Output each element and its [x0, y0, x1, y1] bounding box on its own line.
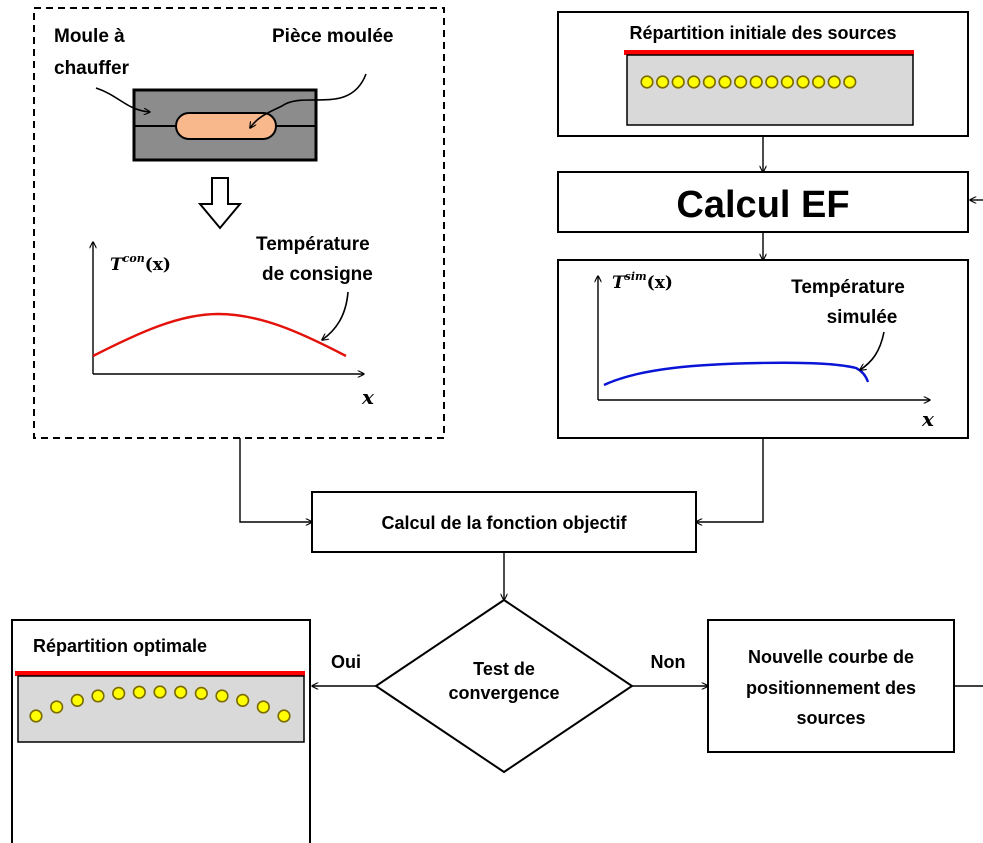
heat-source [843, 75, 857, 89]
heat-source [827, 75, 841, 89]
sim-panel: Tsim(x) x Température simulée [557, 259, 969, 439]
consigne-annotation-pointer [322, 291, 349, 340]
heat-source [702, 75, 717, 89]
new-curve-box [707, 619, 955, 753]
fe-calc-block: Calcul EF [557, 171, 969, 233]
mold-label-line1: Moule à [54, 26, 125, 47]
heat-source [671, 75, 685, 89]
consigne-panel: Moule à chauffer Pièce moulée Tcon(x) x … [33, 7, 445, 439]
consigne-annotation-line1: Température [256, 234, 370, 255]
sim-annotation-line2: simulée [827, 307, 898, 328]
yes-label: Oui [331, 652, 361, 672]
sim-temperature-curve [603, 361, 870, 387]
objective-block: Calcul de la fonction objectif [311, 491, 697, 553]
mold-pointer [95, 87, 150, 112]
heat-source [765, 75, 779, 89]
initial-heater-bar [624, 50, 914, 55]
heat-source [174, 685, 188, 699]
heat-source [91, 689, 105, 703]
initial-plate [626, 54, 914, 126]
optimal-panel: Répartition optimale [11, 619, 311, 843]
heat-source [29, 709, 43, 723]
fe-calc-label: Calcul EF [676, 184, 849, 226]
heat-source [194, 686, 208, 700]
fe-calc-box [557, 171, 969, 233]
heat-source [749, 75, 763, 89]
convergence-test: Test de convergence [374, 598, 634, 774]
heat-source [236, 693, 250, 707]
objective-label: Calcul de la fonction objectif [381, 513, 627, 533]
convergence-line1: Test de [473, 659, 535, 679]
sim-annotation-pointer [860, 331, 885, 370]
heat-source [655, 75, 670, 89]
heat-source [687, 75, 701, 89]
consigne-x-label: x [361, 385, 375, 409]
heat-source [112, 686, 126, 700]
sim-panel-box [557, 259, 969, 439]
consigne-temperature-curve [92, 312, 347, 358]
consigne-y-label: Tcon(x) [110, 252, 171, 275]
new-curve-line3: sources [796, 708, 865, 728]
heat-source [153, 685, 167, 699]
optimal-heater-bar [15, 671, 305, 676]
heat-source [277, 709, 291, 723]
consigne-annotation-line2: de consigne [262, 264, 373, 285]
initial-sources-row [640, 75, 857, 89]
connector-consigne-to-objective [239, 438, 312, 522]
optimal-sources-arc [29, 685, 291, 723]
new-curve-line1: Nouvelle courbe de [748, 647, 914, 667]
heat-source [256, 700, 270, 714]
heat-source [780, 75, 795, 89]
heat-source [70, 693, 84, 707]
sim-annotation-line1: Température [791, 277, 905, 298]
heat-source [132, 685, 146, 699]
molded-part [175, 112, 277, 140]
convergence-diamond [374, 598, 634, 774]
part-label: Pièce moulée [272, 26, 393, 47]
heat-source [811, 75, 826, 89]
heat-source [50, 700, 64, 714]
sim-x-label: x [921, 407, 935, 431]
new-curve-block: Nouvelle courbe de positionnement des so… [707, 619, 955, 753]
heat-source [796, 75, 810, 89]
hollow-down-arrow-icon [197, 177, 243, 230]
convergence-line2: convergence [448, 683, 559, 703]
new-curve-line2: positionnement des [746, 678, 916, 698]
initial-sources-title: Répartition initiale des sources [629, 23, 896, 43]
no-label: Non [651, 652, 686, 672]
sim-y-label: Tsim(x) [612, 270, 673, 293]
mold-label-line2: chauffer [54, 58, 130, 79]
part-pointer [250, 73, 367, 128]
heat-source [733, 75, 748, 89]
heat-source [718, 75, 732, 89]
connector-sim-to-objective [696, 438, 764, 522]
consigne-panel-border [33, 7, 445, 439]
heat-source [640, 75, 654, 89]
initial-sources-panel: Répartition initiale des sources [557, 11, 969, 137]
heat-source [215, 689, 229, 703]
optimal-title: Répartition optimale [33, 636, 207, 656]
